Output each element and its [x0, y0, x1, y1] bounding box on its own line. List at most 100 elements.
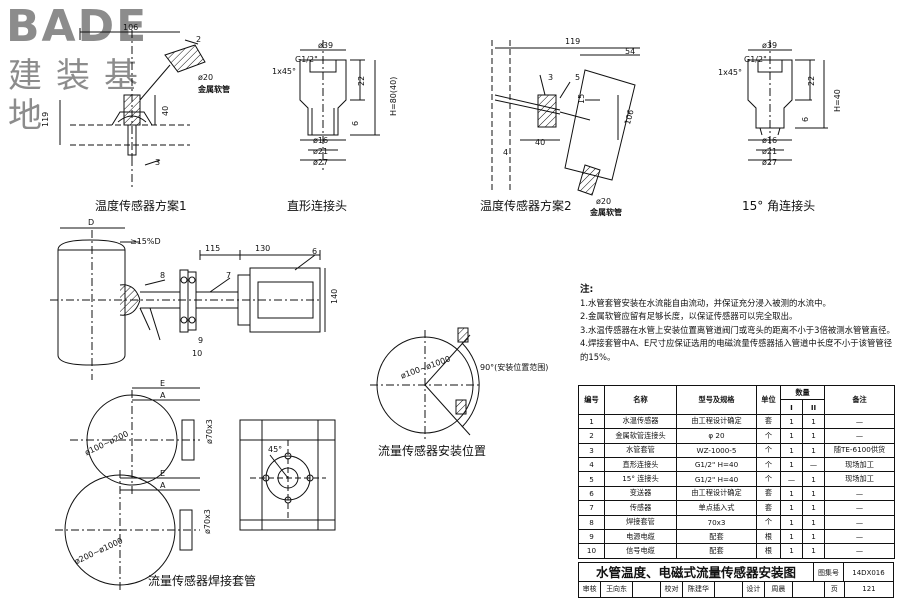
label-9: 9 [198, 336, 203, 345]
bom-cell: 2 [578, 428, 605, 444]
dim-pipe-200-1000: ø200~ø1000 [73, 536, 124, 566]
bom-cell: — [824, 528, 896, 545]
dim-106-scheme2: 106 [623, 109, 636, 126]
bom-cell: 套 [756, 413, 781, 430]
bom-header-q2: II [801, 399, 826, 415]
dim-angle-range: 90°(安装位置范围) [480, 362, 548, 372]
dim-d21-angle: ø21 [762, 147, 777, 156]
bom-cell: 传感器 [604, 500, 677, 516]
dim-d39: ø39 [318, 41, 333, 50]
dim-chamfer: 1x45° [272, 67, 296, 76]
bom-cell: — [824, 514, 896, 530]
bom-cell: 焊接套管 [604, 514, 677, 530]
dim-54: 54 [625, 47, 635, 56]
tb-page: 121 [862, 585, 876, 593]
weld-sleeve-drawing [55, 387, 336, 590]
bom-cell: 个 [756, 514, 781, 530]
dim-pipe-100-200: ø100~ø200 [83, 429, 129, 457]
bom-cell: 个 [756, 442, 781, 458]
atlas-label: 图集号 [814, 562, 844, 582]
dim-h80: H=80(40) [389, 77, 398, 116]
tb-cell: 陈建华 [683, 582, 715, 597]
label-8: 8 [160, 271, 165, 280]
caption-angle-connector: 15° 角连接头 [742, 199, 816, 213]
dim-d21: ø21 [313, 147, 328, 156]
logo-main-text: BADE [6, 1, 149, 52]
bom-cell: 1 [801, 514, 826, 530]
angle-connector-drawing [747, 40, 828, 168]
bom-cell: 1 [801, 428, 826, 444]
bom-cell: 5 [578, 471, 605, 487]
bom-cell: 1 [578, 413, 605, 430]
bom-cell: 1 [801, 485, 826, 502]
caption-install-position: 流量传感器安装位置 [378, 444, 487, 458]
tb-cell: 审核 [579, 582, 602, 597]
bom-cell: — [824, 413, 896, 430]
dim-E-bottom: E [160, 469, 165, 478]
dim-d16: ø16 [313, 136, 328, 145]
notes-block: 注: 1.水管套管安装在水流能自由流动，并保证充分浸入被测的水流中。 2.金属软… [580, 283, 895, 364]
bom-cell: 1 [780, 442, 803, 458]
dim-70x3-top: ø70x3 [205, 419, 214, 444]
label-hose-scheme1: 金属软管 [197, 84, 230, 94]
tb-cell: 页 [825, 582, 845, 597]
dim-d27-angle: ø27 [762, 158, 777, 167]
bom-header-unit: 单位 [756, 385, 781, 415]
bom-cell: 1 [801, 543, 826, 559]
dim-15: 15 [577, 94, 586, 104]
scheme1-drawing [59, 28, 206, 190]
dim-119-scheme2: 119 [565, 37, 580, 46]
label-2: 2 [196, 35, 201, 44]
tb-signature [633, 582, 661, 597]
bom-cell: 1 [780, 528, 803, 545]
bom-cell: G1/2" H=40 [676, 471, 757, 487]
dim-119: 119 [41, 112, 50, 127]
bom-cell: 3 [578, 442, 605, 458]
dim-d27: ø27 [313, 158, 328, 167]
bom-header-row: 编号 名称 型号及规格 单位 数量 备注 [578, 384, 896, 415]
bom-cell: 1 [780, 485, 803, 502]
note-item: 4.焊接套管中A、E尺寸应保证选用的电磁流量传感器插入管道中长度不小于该管管径 [580, 338, 893, 348]
bom-cell: — [824, 428, 896, 444]
bom-header-q1: I [780, 399, 803, 415]
caption-straight-connector: 直形连接头 [287, 199, 348, 213]
dim-d16-angle: ø16 [762, 136, 777, 145]
bom-cell: 15° 连接头 [604, 471, 677, 487]
dim-22: 22 [357, 76, 366, 86]
caption-scheme2: 温度传感器方案2 [480, 199, 572, 213]
bom-cell: 电源电缆 [604, 528, 677, 545]
dim-130: 130 [255, 244, 270, 253]
bom-cell: 金属软管连接头 [604, 428, 677, 444]
bom-cell: 直形连接头 [604, 456, 677, 473]
bom-cell: 套 [756, 500, 781, 516]
bom-header-remark: 备注 [824, 385, 896, 415]
bom-cell: 1 [801, 442, 826, 458]
bom-cell: 配套 [676, 543, 757, 559]
note-item: 3.水温传感器在水管上安装位置离管道阀门或弯头的距离不小于3倍被测水管管直径。 [580, 324, 895, 335]
dim-70x3-bottom: ø70x3 [203, 509, 212, 534]
bom-cell: 由工程设计确定 [676, 485, 757, 502]
dim-106: 106 [123, 23, 138, 32]
bom-cell: 8 [578, 514, 605, 530]
dim-15d: ≥15%D [130, 237, 161, 246]
bom-cell: 1 [780, 500, 803, 516]
note-item: 1.水管套管安装在水流能自由流动，并保证充分浸入被测的水流中。 [580, 297, 831, 308]
dim-E-top: E [160, 379, 165, 388]
straight-connector-drawing [299, 40, 380, 170]
bom-cell: 1 [780, 514, 803, 530]
tb-signature [793, 582, 825, 597]
bom-cell: 1 [780, 428, 803, 444]
bom-cell: 1 [801, 413, 826, 430]
bom-cell: 水温传感器 [604, 413, 677, 430]
dim-D: D [88, 218, 94, 227]
label-6: 6 [312, 247, 317, 256]
dim-pipe-100-1000: ø100~ø1000 [399, 354, 451, 380]
bom-cell: 套 [756, 485, 781, 502]
